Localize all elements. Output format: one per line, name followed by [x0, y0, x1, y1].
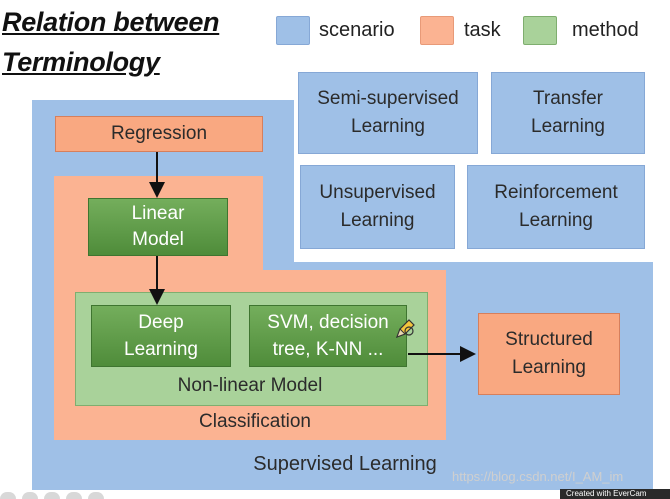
legend-swatch-method — [523, 16, 557, 45]
legend-swatch-task — [420, 16, 454, 45]
legend-label-method: method — [572, 19, 639, 41]
title-line-2: Terminology — [2, 47, 160, 77]
supervised-learning-label: Supervised Learning — [253, 453, 437, 475]
legend-label-scenario: scenario — [319, 19, 395, 41]
linear-model-box: Linear Model — [88, 198, 228, 256]
unsupervised-learning-box: Unsupervised Learning — [300, 165, 455, 249]
svm-decision-tree-knn-box: SVM, decision tree, K-NN ... — [249, 305, 407, 367]
title-line-1: Relation between — [2, 7, 220, 37]
regression-box: Regression — [55, 116, 263, 152]
evercam-badge: Created with EverCam — [560, 489, 670, 499]
transfer-learning-box: Transfer Learning — [491, 72, 645, 154]
non-linear-model-label: Non-linear Model — [177, 375, 323, 396]
legend-swatch-scenario — [276, 16, 310, 45]
pen-cursor-icon — [395, 319, 415, 339]
watermark-url: https://blog.csdn.net/I_AM_im — [452, 469, 624, 484]
reinforcement-learning-box: Reinforcement Learning — [467, 165, 645, 249]
structured-learning-box: Structured Learning — [478, 313, 620, 395]
legend-label-task: task — [464, 19, 501, 41]
deep-learning-box: Deep Learning — [91, 305, 231, 367]
bottom-dots — [0, 492, 140, 499]
classification-label: Classification — [199, 411, 311, 432]
semi-supervised-learning-box: Semi-supervised Learning — [298, 72, 478, 154]
